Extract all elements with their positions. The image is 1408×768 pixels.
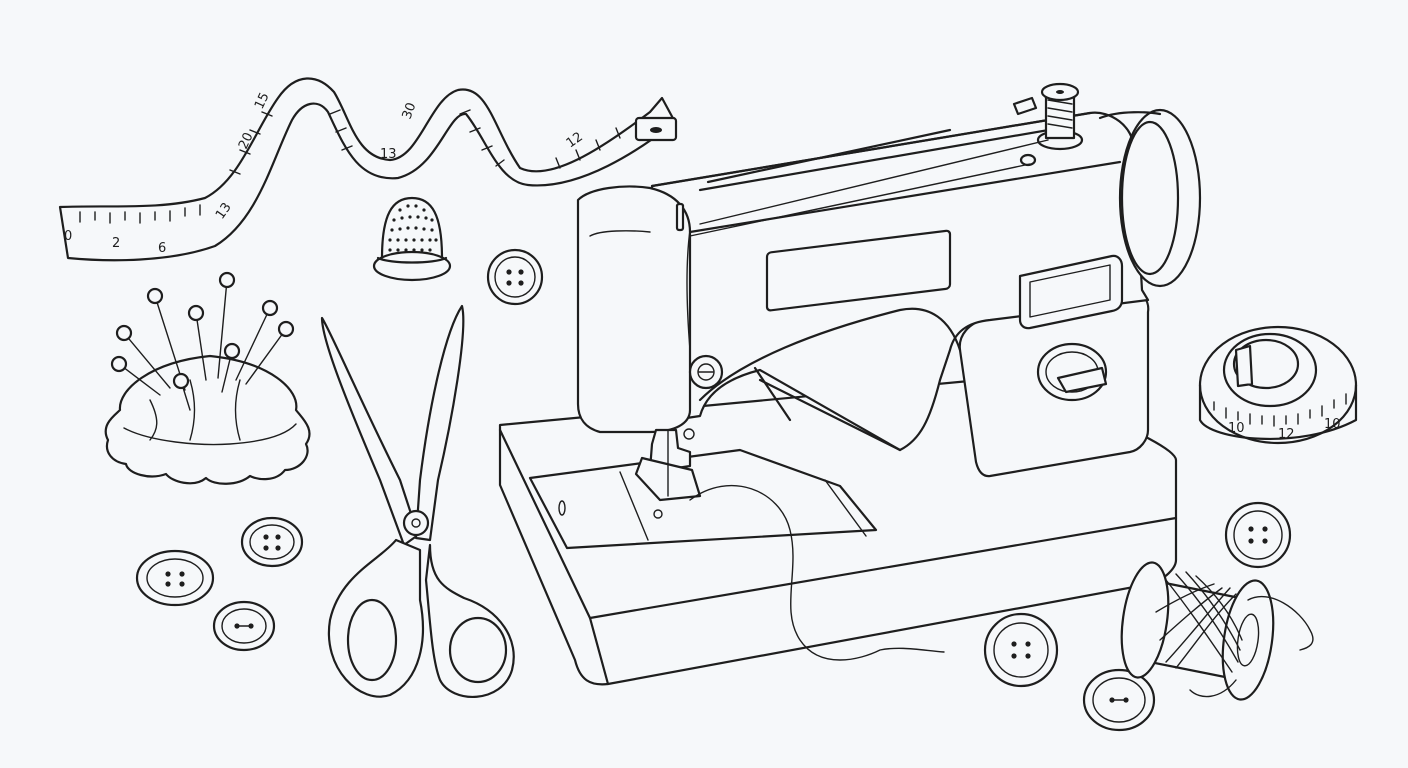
button-two-hole [1082, 668, 1156, 732]
button-four-hole [1224, 501, 1292, 569]
tape-number: 0 [64, 229, 72, 244]
tension-knob [688, 354, 724, 390]
button-four-hole [135, 549, 215, 607]
tape-number: 12 [564, 129, 586, 151]
tape-end-slot [650, 127, 662, 133]
thread-spool [1120, 561, 1314, 701]
thimble [372, 196, 452, 282]
tape-roll-number: 10 [1228, 421, 1245, 436]
stitch-dial-knob [1036, 342, 1108, 402]
tape-number: 6 [158, 241, 166, 256]
needle-presser-foot [634, 428, 702, 519]
button-four-hole [983, 612, 1059, 688]
button-four-hole [486, 248, 544, 306]
tape-measure-roll: 10 12 10 [1198, 325, 1358, 445]
tape-measure: 2 6 13 20 15 13 30 12 0 [58, 77, 678, 262]
thimble-dimples [388, 204, 438, 252]
spool-thread-wraps [1155, 571, 1243, 673]
tape-number: 20 [236, 130, 257, 151]
spool-pin-spool [1012, 82, 1084, 167]
side-panel [765, 229, 952, 312]
tape-number: 2 [112, 236, 120, 251]
tape-number: 13 [380, 147, 397, 162]
button-four-hole [240, 516, 304, 568]
tape-roll-number: 10 [1324, 417, 1341, 432]
tape-number: 15 [252, 90, 273, 111]
tape-number: 30 [400, 101, 420, 122]
pincushion [104, 271, 311, 485]
sewing-machine [498, 82, 1202, 686]
scissors [320, 304, 515, 699]
tape-roll-ticks [1213, 393, 1347, 427]
pins [110, 271, 295, 411]
handwheel [1098, 108, 1202, 288]
button-two-hole [212, 600, 276, 652]
tape-measure-ticks [79, 109, 621, 224]
tape-roll-number: 12 [1278, 427, 1295, 442]
